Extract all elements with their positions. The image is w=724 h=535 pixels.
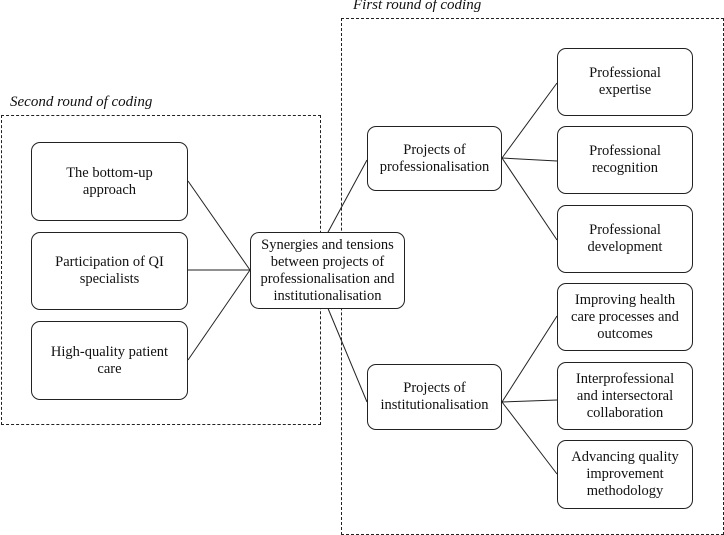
node-label: The bottom-up approach xyxy=(66,164,153,198)
node-label: Professional recognition xyxy=(589,143,661,176)
institutionalisation-node: Projects of institutionalisation xyxy=(367,364,502,430)
qi-specialists-node: Participation of QI specialists xyxy=(31,232,188,310)
node-label: Synergies and tensions between projects … xyxy=(260,236,395,304)
improving-health-care-node: Improving health care processes and outc… xyxy=(557,283,693,351)
professional-recognition-node: Professional recognition xyxy=(557,126,693,194)
node-label: Interprofessional and intersectoral coll… xyxy=(575,370,675,421)
advancing-qi-methodology-node: Advancing quality improvement methodolog… xyxy=(557,440,693,509)
synergies-tensions-node: Synergies and tensions between projects … xyxy=(250,232,405,309)
connector-line xyxy=(501,315,558,403)
connector-line xyxy=(501,399,558,403)
node-label: High-quality patient care xyxy=(50,343,169,377)
patient-care-node: High-quality patient care xyxy=(31,321,188,400)
connector-line xyxy=(501,82,558,159)
connector-line xyxy=(187,269,251,361)
node-label: Projects of institutionalisation xyxy=(380,380,489,413)
connector-line xyxy=(501,401,558,475)
node-label: Projects of professionalisation xyxy=(379,141,490,175)
second-round-label: Second round of coding xyxy=(10,94,153,110)
first-round-label: First round of coding xyxy=(353,0,482,13)
bottom-up-approach-node: The bottom-up approach xyxy=(31,142,188,221)
connector-line xyxy=(326,159,368,235)
professionalisation-node: Projects of professionalisation xyxy=(367,126,502,191)
node-label: Advancing quality improvement methodolog… xyxy=(571,449,679,499)
node-label: Professional expertise xyxy=(589,65,661,98)
node-label: Participation of QI specialists xyxy=(55,254,164,287)
node-label: Professional development xyxy=(587,222,663,255)
professional-expertise-node: Professional expertise xyxy=(557,48,693,116)
node-label: Improving health care processes and outc… xyxy=(571,291,679,342)
connector-line xyxy=(326,305,368,403)
connector-line xyxy=(501,157,558,162)
interprofessional-collaboration-node: Interprofessional and intersectoral coll… xyxy=(557,362,693,430)
professional-development-node: Professional development xyxy=(557,205,693,273)
connector-line xyxy=(501,157,558,241)
connector-line xyxy=(187,180,251,271)
